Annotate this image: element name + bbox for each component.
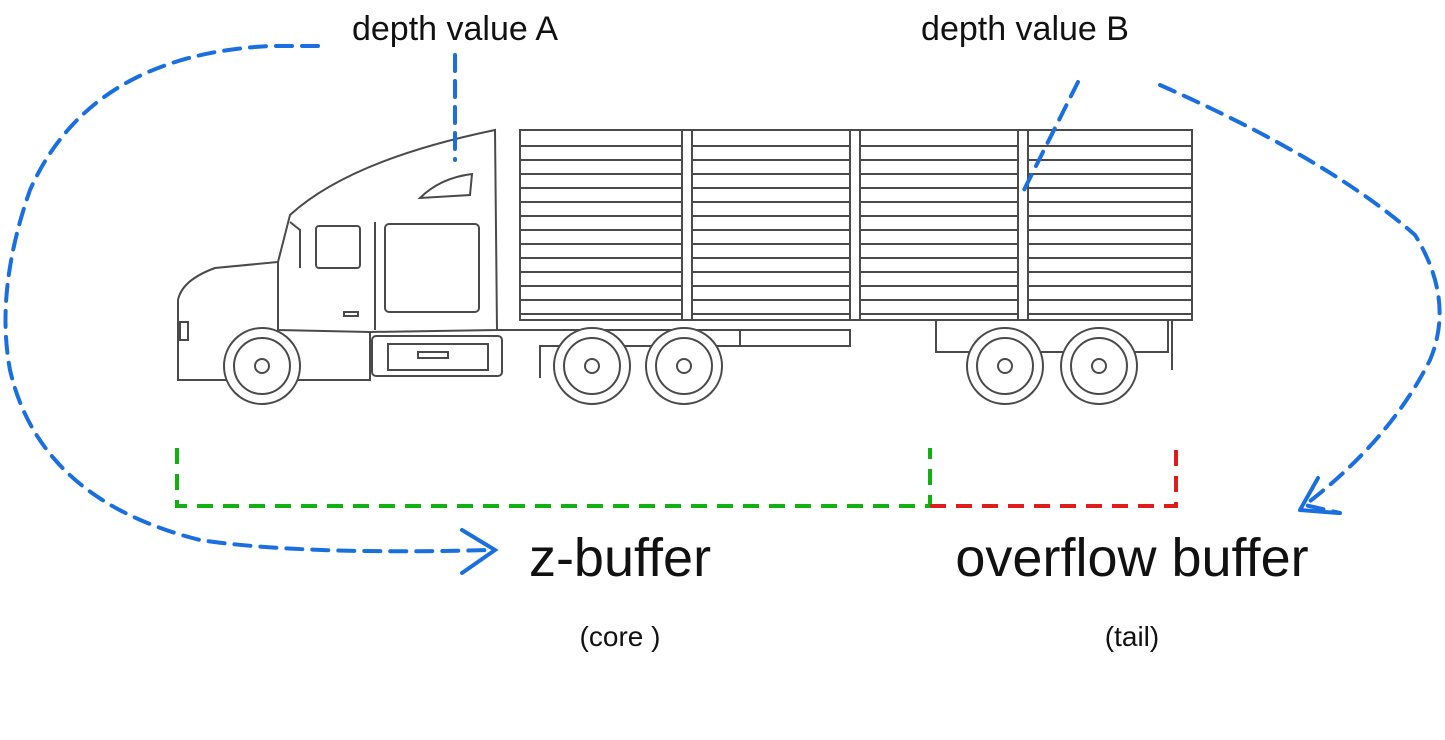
- truck-chassis: [497, 329, 851, 378]
- z-buffer-sublabel: (core ): [580, 621, 661, 652]
- truck-side-window: [315, 225, 361, 269]
- truck-headlight: [179, 321, 189, 341]
- overflow-buffer-sublabel: (tail): [1105, 621, 1159, 652]
- truck-fuel-tank-inner: [387, 343, 489, 371]
- truck-cargo-post-1: [681, 129, 693, 321]
- truck-wheel-trailer-1: [966, 327, 1044, 405]
- truck-wheel-drive-1: [553, 327, 631, 405]
- truck-door: [289, 221, 376, 330]
- truck-hood-line: [277, 262, 371, 333]
- depth-b-pointer: [1022, 80, 1080, 192]
- truck-door-window: [384, 223, 480, 313]
- truck-icon: [177, 128, 1193, 405]
- truck-wheel-front: [223, 327, 301, 405]
- depth-b-loop-arrow: [1158, 83, 1442, 515]
- overflow-arrowhead: [1298, 476, 1340, 515]
- depth-a-loop-arrow: [3, 44, 492, 554]
- truck-cab: [177, 128, 499, 381]
- truck-fuel-tank-detail: [417, 351, 449, 359]
- depth-value-b-label: depth value B: [921, 10, 1129, 48]
- truck-wheel-drive-2: [645, 327, 723, 405]
- z-buffer-label: z-buffer: [529, 528, 711, 588]
- depth-value-a-label: depth value A: [352, 10, 558, 48]
- z-buffer-arrowhead: [460, 528, 499, 575]
- truck-rear-frame: [935, 320, 1173, 370]
- truck-cargo-post-2: [849, 129, 861, 321]
- truck-handle: [343, 311, 359, 317]
- truck-cargo-post-3: [1017, 129, 1029, 321]
- truck-fuel-tank: [371, 335, 503, 377]
- overflow-buffer-bracket: [930, 448, 1178, 508]
- z-buffer-bracket: [175, 448, 932, 508]
- truck-roof-vent: [417, 172, 474, 200]
- overflow-buffer-label: overflow buffer: [955, 528, 1308, 588]
- truck-wheel-trailer-2: [1060, 327, 1138, 405]
